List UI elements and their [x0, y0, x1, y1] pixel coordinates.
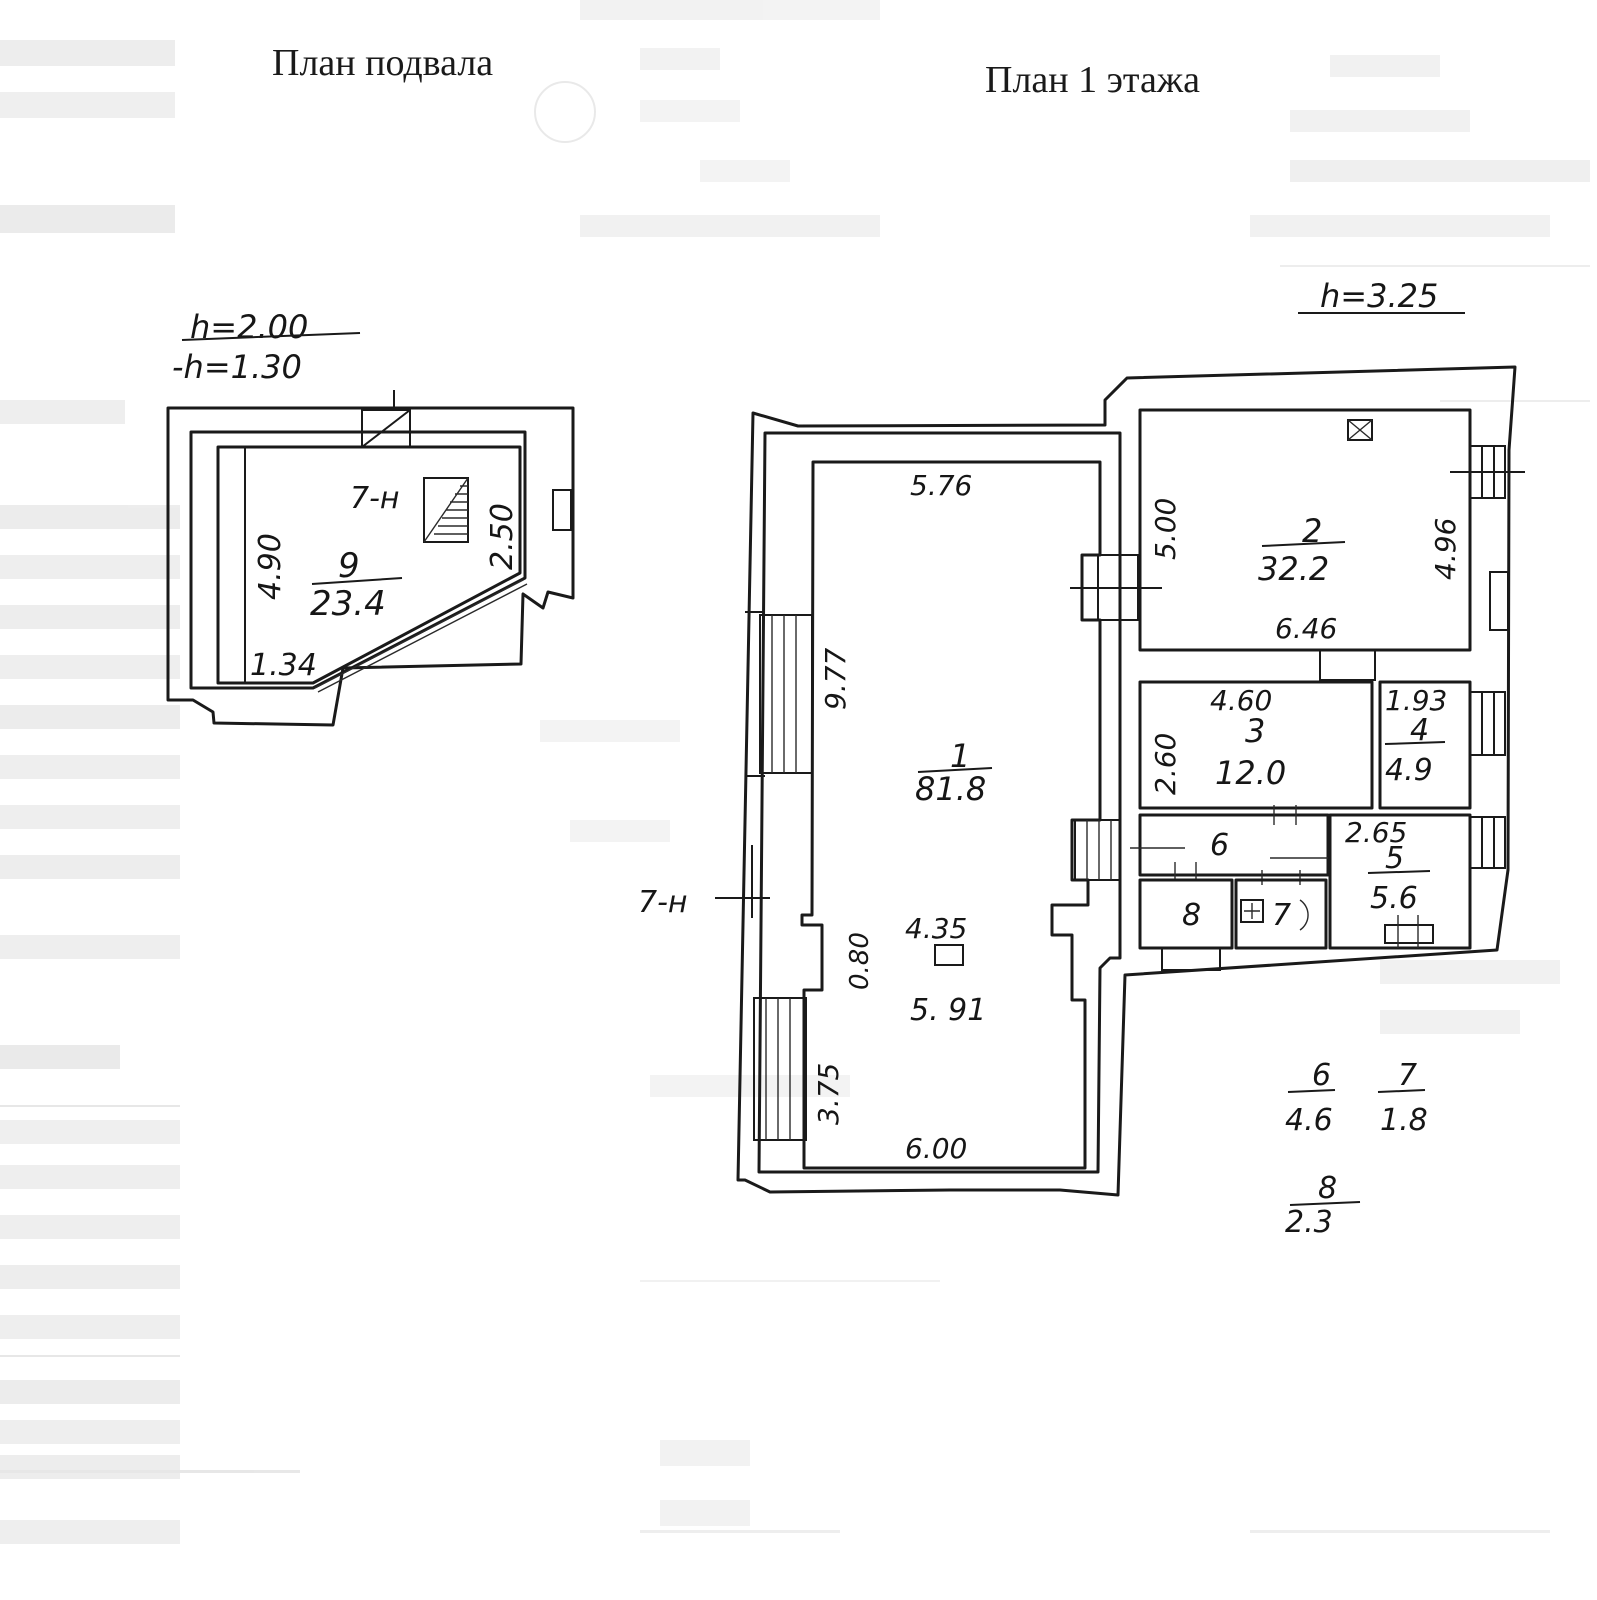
- room-8-outline: [1138, 878, 1234, 950]
- dim-r3-left: 2.60: [1149, 733, 1182, 795]
- basement-outer-wall: [166, 406, 575, 727]
- room-2-vent: [1347, 419, 1373, 441]
- basement-room-number: 9: [338, 546, 360, 586]
- dim-r2-bottom: 6.46: [1275, 612, 1337, 645]
- first-floor-plan-title: План 1 этажа: [985, 59, 1200, 101]
- room-5-number: 5: [1385, 841, 1404, 876]
- first-floor-inner-wall: [757, 431, 1122, 1174]
- dim-r1-lower: 5. 91: [910, 993, 986, 1028]
- basement-stairs: [423, 477, 469, 543]
- area-legend: 6 4.6 7 1.8 8 2.3: [1285, 1058, 1428, 1240]
- dim-r2-right: 4.96: [1429, 518, 1462, 580]
- room-1-window-upper: [745, 611, 813, 777]
- room-7-fixture: [1240, 899, 1264, 923]
- legend-6-number: 6: [1312, 1058, 1331, 1093]
- dim-r1-bottom: 6.00: [905, 1132, 967, 1165]
- basement-room-9: [216, 445, 522, 685]
- room-1-outline: [800, 460, 1102, 1170]
- room-1-area: 81.8: [915, 770, 986, 808]
- room-3-number: 3: [1245, 712, 1265, 750]
- basement-dim-left: 4.90: [253, 533, 288, 600]
- basement-plan: h=2.00 -h=1.30 7-н 9 23.4 4.90 2.50 1.34: [166, 308, 575, 727]
- room-4-area: 4.9: [1385, 753, 1433, 788]
- room-4-outline: [1378, 680, 1472, 810]
- legend-8-number: 8: [1318, 1171, 1337, 1206]
- legend-7-area: 1.8: [1380, 1103, 1428, 1138]
- room-2-3-opening: [1319, 649, 1376, 681]
- right-windows: [1450, 445, 1525, 869]
- basement-depth-label: -h=1.30: [172, 348, 302, 386]
- room-5-fixture: [1384, 924, 1434, 944]
- dim-r1-mid: 4.35: [905, 912, 967, 945]
- dim-r1-top: 5.76: [910, 469, 972, 502]
- basement-dim-bottom: 1.34: [250, 648, 317, 683]
- bleed-through-background: [0, 0, 1590, 1544]
- room-1-window-lower: [753, 997, 807, 1141]
- basement-room-area: 23.4: [310, 584, 386, 624]
- first-floor-height-label: h=3.25: [1320, 277, 1438, 315]
- room-7-outline: [1234, 878, 1328, 950]
- room-5-area: 5.6: [1370, 881, 1418, 916]
- dim-r4-top: 1.93: [1385, 684, 1447, 717]
- room-4-number: 4: [1410, 713, 1429, 748]
- first-floor-outer-wall: [736, 365, 1517, 1197]
- bottom-door: [1161, 947, 1221, 971]
- basement-shaft: [361, 390, 411, 448]
- legend-7-number: 7: [1398, 1058, 1417, 1093]
- basement-inner-wall: [189, 430, 527, 690]
- basement-height-label: h=2.00: [190, 308, 308, 346]
- inner-stairs: [1074, 819, 1121, 881]
- room-6-outline: [1138, 813, 1330, 877]
- room-5-outline: [1328, 813, 1472, 950]
- basement-plan-title: План подвала: [272, 42, 493, 84]
- first-floor-stair-label: 7-н: [638, 885, 688, 920]
- room-1-number: 1: [950, 737, 970, 775]
- dim-r1-left-lower: 3.75: [812, 1063, 845, 1125]
- room-8-number: 8: [1182, 898, 1201, 933]
- room-6-number: 6: [1210, 828, 1229, 863]
- legend-6-area: 4.6: [1285, 1103, 1333, 1138]
- basement-stair-label: 7-н: [350, 481, 400, 516]
- basement-window: [552, 489, 572, 531]
- room-3-area: 12.0: [1215, 754, 1286, 792]
- dim-r1-wall: 0.80: [845, 932, 875, 990]
- dim-r2-left: 5.00: [1149, 498, 1182, 560]
- dim-r5-top: 2.65: [1345, 816, 1407, 849]
- room-7-number: 7: [1272, 898, 1291, 933]
- dim-r3-top: 4.60: [1210, 684, 1272, 717]
- room-2-area: 32.2: [1258, 550, 1329, 588]
- room-2-outline: [1138, 408, 1472, 652]
- room-2-number: 2: [1302, 512, 1322, 550]
- room-1-column: [934, 944, 964, 966]
- legend-8-area: 2.3: [1285, 1205, 1333, 1240]
- room-3-outline: [1138, 680, 1374, 810]
- dim-r1-left: 9.77: [819, 647, 852, 710]
- basement-dim-right: 2.50: [485, 503, 520, 570]
- first-floor-plan: h=3.25 7-н: [638, 277, 1525, 1240]
